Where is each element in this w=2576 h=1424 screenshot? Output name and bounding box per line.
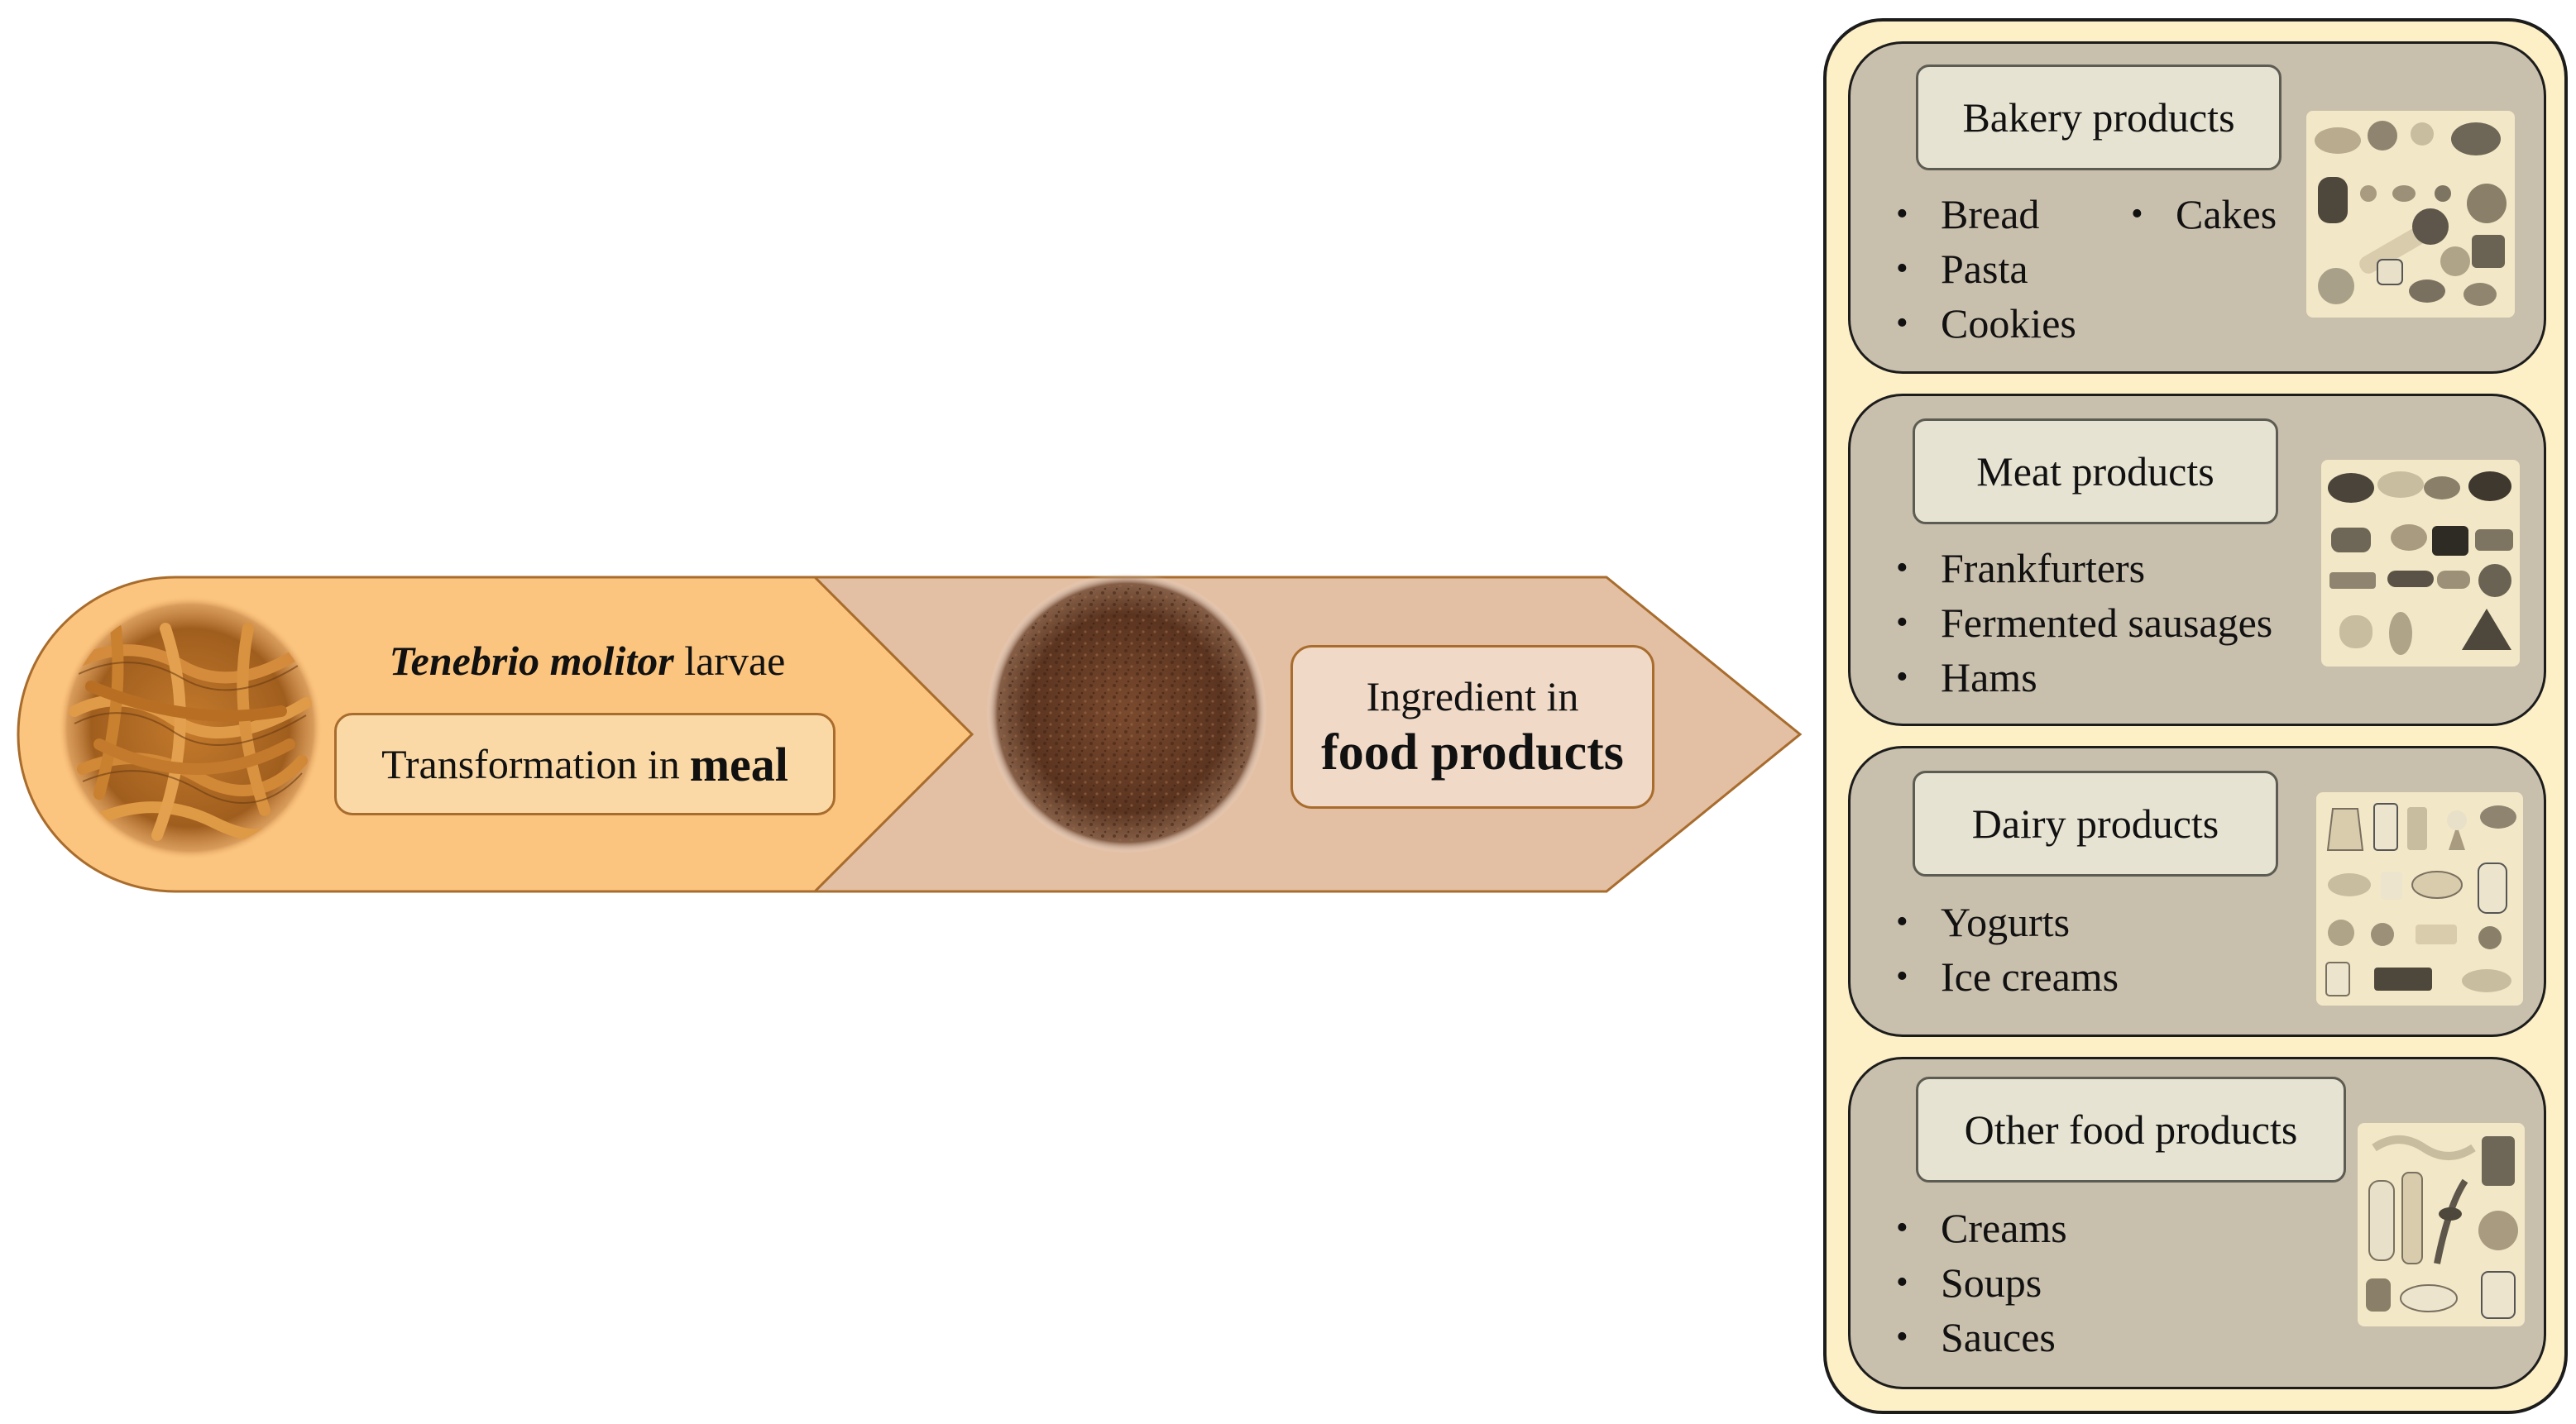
list-item: Hams: [1889, 650, 2272, 705]
larvae-image: [58, 595, 323, 860]
species-name: Tenebrio molitor: [389, 638, 674, 684]
list-item: Creams: [1889, 1201, 2067, 1255]
list-item: Yogurts: [1889, 895, 2119, 949]
meat-items-list: Frankfurters Fermented sausages Hams: [1889, 541, 2272, 705]
category-title-other: Other food products: [1916, 1077, 2346, 1183]
ingredient-box: Ingredient in food products: [1290, 645, 1654, 809]
transformation-text: Transformation in: [381, 741, 680, 787]
list-item: Soups: [1889, 1255, 2067, 1310]
transformation-box: Transformation in meal: [334, 713, 836, 815]
list-item: Frankfurters: [1889, 541, 2272, 595]
list-item: Sauces: [1889, 1310, 2067, 1364]
category-title-bakery: Bakery products: [1916, 65, 2282, 170]
meat-products-illustration-icon: [2321, 460, 2520, 667]
ingredient-line: Ingredient in: [1366, 672, 1579, 719]
category-title-meat: Meat products: [1913, 418, 2278, 524]
list-item: Ice creams: [1889, 949, 2119, 1004]
list-item: Bread: [1889, 187, 2076, 241]
meal-text: meal: [689, 737, 788, 791]
list-item: Fermented sausages: [1889, 595, 2272, 650]
bakery-goods-illustration-icon: [2306, 111, 2515, 318]
list-item: Pasta: [1889, 241, 2076, 296]
dairy-items-list: Yogurts Ice creams: [1889, 895, 2119, 1004]
dairy-products-illustration-icon: [2316, 792, 2523, 1006]
other-items-list: Creams Soups Sauces: [1889, 1201, 2067, 1364]
food-products-line: food products: [1321, 724, 1624, 781]
bakery-items-list: Bread Pasta Cookies: [1889, 187, 2076, 351]
larvae-title: Tenebrio molitor larvae: [356, 637, 819, 685]
meal-powder-image: [986, 572, 1267, 853]
category-title-dairy: Dairy products: [1913, 771, 2278, 877]
bakery-items-list-2: Cakes: [2124, 187, 2277, 241]
list-item: Cakes: [2124, 187, 2277, 241]
larvae-suffix: larvae: [684, 638, 786, 684]
other-foods-illustration-icon: [2358, 1123, 2525, 1326]
list-item: Cookies: [1889, 296, 2076, 351]
